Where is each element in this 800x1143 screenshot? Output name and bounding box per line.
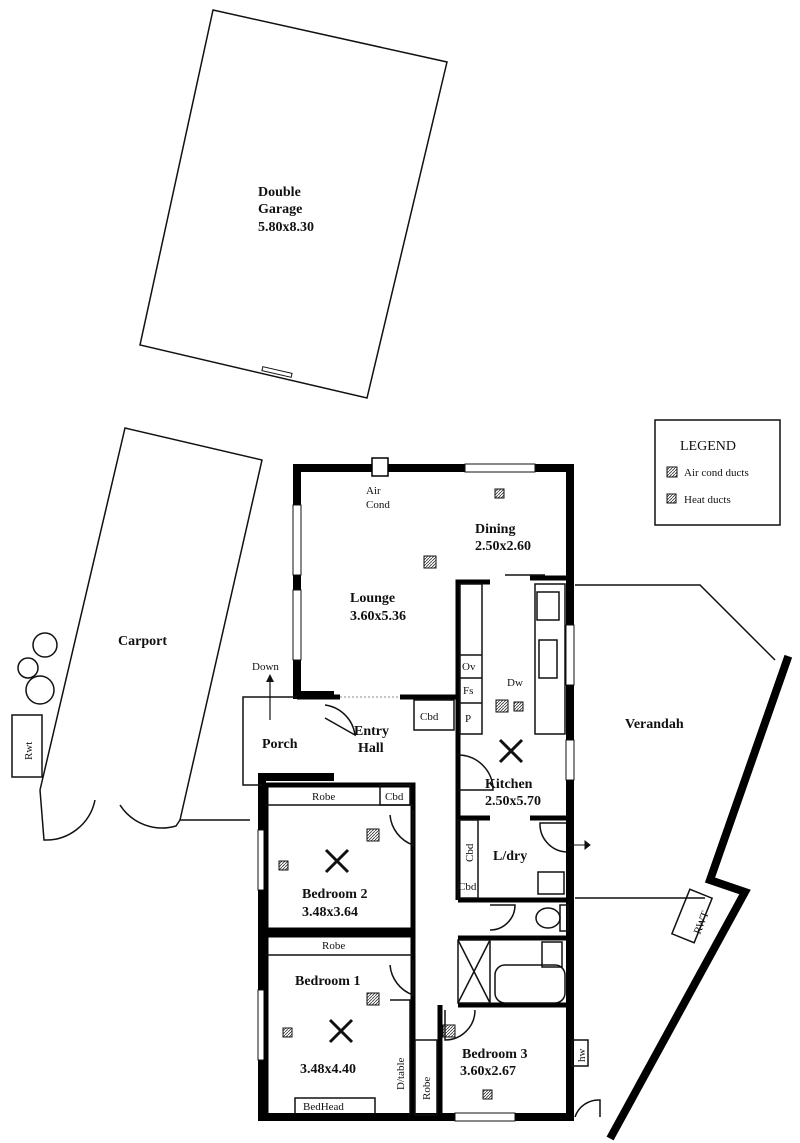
- porch: Down Porch: [242, 661, 356, 786]
- sink-icon: [538, 639, 558, 679]
- legend-item-heat: Heat ducts: [684, 494, 731, 506]
- ceiling-fan-icon: [498, 738, 524, 764]
- robe-bed1-label: Robe: [322, 940, 345, 952]
- cbd-bed2-label: Cbd: [385, 791, 404, 803]
- p-label: P: [465, 713, 471, 725]
- air-cond-label: Air: [366, 485, 381, 497]
- carport: Carport Rwt: [11, 427, 263, 841]
- air-cond-duct-icon: [442, 1024, 456, 1038]
- ducts: [278, 488, 524, 1100]
- cbd-laundry-2-label: Cbd: [458, 881, 477, 893]
- rwt-right-label: RWT: [692, 909, 712, 936]
- room-labels: Air Cond Dining 2.50x2.60 Lounge 3.60x5.…: [295, 485, 601, 1118]
- down-label: Down: [252, 661, 279, 673]
- laundry-label: L/dry: [493, 849, 527, 864]
- air-cond-unit: [371, 457, 389, 477]
- cooktop-icon: [536, 591, 560, 621]
- dining-label: Dining: [475, 522, 515, 537]
- bedroom1-size: 3.48x4.40: [300, 1062, 356, 1077]
- dtable-label: D/table: [395, 1058, 407, 1090]
- plant-icon: [17, 632, 58, 705]
- garage-size: 5.80x8.30: [258, 220, 314, 235]
- legend: LEGEND Air cond ducts Heat ducts: [654, 419, 781, 526]
- bedroom1-label: Bedroom 1: [295, 974, 360, 989]
- lounge-size: 3.60x5.36: [350, 609, 406, 624]
- exterior-walls: [257, 457, 575, 1122]
- toilet: [535, 907, 561, 929]
- air-cond-duct-icon: [495, 699, 509, 713]
- heat-duct-icon: [513, 701, 524, 712]
- entry-label-2: Hall: [358, 741, 384, 756]
- porch-label: Porch: [262, 737, 298, 752]
- air-cond-duct-icon: [666, 466, 678, 478]
- bath: [494, 964, 566, 1004]
- heat-duct-icon: [278, 860, 289, 871]
- heat-duct-icon: [282, 1027, 293, 1038]
- ceiling-fan-icon: [328, 1018, 354, 1044]
- verandah-label: Verandah: [625, 717, 684, 732]
- arrow-right-icon: [568, 839, 591, 851]
- carport-label: Carport: [118, 634, 167, 649]
- garage-label-2: Garage: [258, 202, 302, 217]
- trough: [537, 871, 565, 895]
- ceiling-fan-icon: [324, 848, 350, 874]
- heat-duct-icon: [666, 493, 677, 504]
- robe-bed3-label: Robe: [421, 1077, 433, 1100]
- air-cond-duct-icon: [366, 992, 380, 1006]
- fs-label: Fs: [463, 685, 473, 697]
- garage: Double Garage 5.80x8.30: [139, 9, 448, 399]
- heat-duct-icon: [494, 488, 505, 499]
- air-cond-label-2: Cond: [366, 499, 390, 511]
- garage-label: Double: [258, 185, 301, 200]
- dining-size: 2.50x2.60: [475, 539, 531, 554]
- legend-item-air-cond: Air cond ducts: [684, 467, 749, 479]
- kitchen-label: Kitchen: [485, 777, 533, 792]
- rwt-tank: [11, 714, 43, 778]
- shower: [457, 939, 491, 1004]
- kitchen-size: 2.50x5.70: [485, 794, 541, 809]
- bedroom3-label: Bedroom 3: [462, 1047, 527, 1062]
- interior-walls: Cbd Entry Hall Robe Cbd Cbd: [263, 574, 591, 1120]
- bedhead-label: BedHead: [303, 1101, 344, 1113]
- cbd-entry-label: Cbd: [420, 711, 439, 723]
- bedroom2-label: Bedroom 2: [302, 887, 367, 902]
- bedroom2-size: 3.48x3.64: [302, 905, 358, 920]
- lounge-label: Lounge: [350, 591, 395, 606]
- basin: [541, 941, 563, 968]
- robe-bed2-label: Robe: [312, 791, 335, 803]
- air-cond-duct-icon: [423, 555, 437, 569]
- arrow-up-icon: [266, 674, 274, 682]
- ov-label: Ov: [462, 661, 476, 673]
- heat-duct-icon: [482, 1089, 493, 1100]
- air-cond-duct-icon: [366, 828, 380, 842]
- entry-label: Entry: [354, 724, 389, 739]
- verandah: Verandah RWT: [575, 584, 793, 1141]
- cbd-laundry-label: Cbd: [464, 843, 476, 862]
- rwt-left-label: Rwt: [23, 742, 35, 760]
- hw-label: hw: [576, 1049, 588, 1063]
- legend-title: LEGEND: [680, 439, 736, 454]
- bedroom3-size: 3.60x2.67: [460, 1064, 516, 1079]
- dw-label: Dw: [507, 677, 523, 689]
